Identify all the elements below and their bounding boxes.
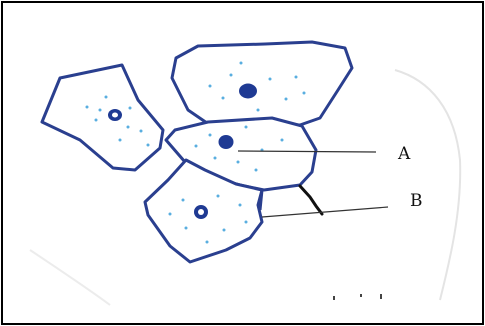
cell-left-nucleus-center: [112, 113, 118, 118]
label-a: A: [397, 144, 411, 164]
stray-mark-3: [380, 294, 382, 299]
label-b: B: [410, 191, 423, 211]
cell-top: [172, 42, 352, 125]
cell-top-nucleus: [239, 84, 257, 99]
stray-mark-2: [360, 294, 362, 297]
stray-mark-1: [333, 296, 335, 300]
cell-middle-nucleus: [219, 135, 234, 149]
cell-boundary-thick: [260, 190, 262, 210]
cell-top-membrane: [172, 42, 352, 125]
cell-bottom-nucleus-center: [198, 209, 204, 215]
